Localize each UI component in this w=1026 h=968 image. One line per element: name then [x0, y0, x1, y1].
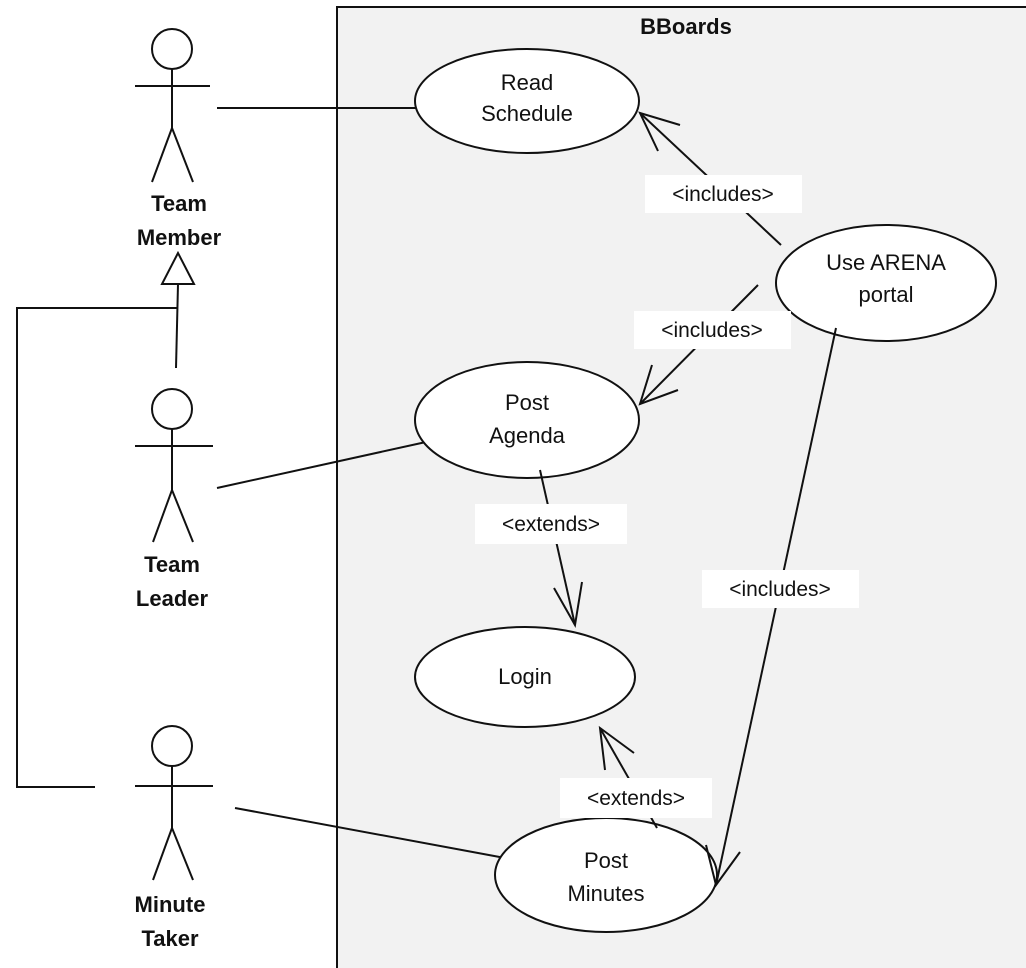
actor-right-leg — [171, 827, 194, 881]
stereotype-label: <includes> — [729, 578, 831, 601]
actor-right-leg — [171, 127, 194, 183]
dependency-arena-includes-post-agenda: <includes> — [634, 284, 791, 406]
use-case-ellipse — [494, 817, 718, 933]
actor-label-line2: Taker — [141, 926, 199, 951]
stereotype-label-bg — [702, 570, 859, 608]
use-case-label-line1: Read — [501, 70, 554, 95]
stereotype-label: <includes> — [672, 183, 774, 206]
dependency-arrowhead — [638, 364, 679, 406]
dependency-arena-includes-read-schedule: <includes> — [638, 111, 802, 246]
stereotype-label-bg — [475, 504, 627, 544]
stereotype-label-bg — [560, 778, 712, 818]
actor-minute-taker[interactable]: Minute Taker — [135, 725, 213, 951]
actor-label-line2: Leader — [136, 586, 209, 611]
stereotype-label: <includes> — [661, 319, 763, 342]
actor-team-member[interactable]: Team Member — [135, 28, 222, 250]
generalization-leader-line — [175, 283, 179, 369]
association-team-leader-post-agenda — [216, 441, 427, 489]
dependency-arrowhead — [598, 725, 635, 771]
generalization-arrowhead — [160, 250, 196, 285]
actor-head — [151, 725, 193, 767]
system-title: BBoards — [640, 14, 732, 39]
association-minute-taker-post-minutes — [234, 807, 506, 859]
use-case-ellipse — [414, 626, 636, 728]
use-case-read-schedule[interactable]: Read Schedule — [414, 48, 640, 154]
stereotype-label-bg — [645, 175, 802, 213]
dependency-arrowhead — [638, 111, 681, 152]
generalization-minute-taker-line — [16, 307, 178, 788]
dependency-post-agenda-extends-login: <extends> — [475, 469, 627, 628]
stereotype-label: <extends> — [502, 513, 600, 536]
actor-label-line1: Minute — [135, 892, 206, 917]
use-case-label-line2: Agenda — [489, 423, 566, 448]
use-case-label-line2: Schedule — [481, 101, 573, 126]
use-case-post-agenda[interactable]: Post Agenda — [414, 361, 640, 479]
actor-label-line1: Team — [151, 191, 207, 216]
use-case-ellipse — [414, 361, 640, 479]
actor-label-line2: Member — [137, 225, 222, 250]
actor-left-leg — [151, 127, 173, 183]
actor-head — [151, 388, 193, 430]
dependency-post-minutes-extends-login: <extends> — [560, 725, 712, 829]
dependency-arrowhead — [553, 581, 583, 628]
use-case-post-minutes[interactable]: Post Minutes — [494, 817, 718, 933]
use-case-label-line2: portal — [858, 282, 913, 307]
generalization-edges — [16, 250, 196, 788]
use-case-label-line2: Minutes — [567, 881, 644, 906]
dependency-arena-includes-post-minutes: <includes> — [702, 327, 859, 888]
use-case-label-line1: Post — [505, 390, 549, 415]
actor-head — [151, 28, 193, 70]
actor-left-leg — [152, 489, 173, 543]
actor-team-leader[interactable]: Team Leader — [135, 388, 213, 611]
actor-left-leg — [152, 827, 173, 881]
use-case-label-line1: Post — [584, 848, 628, 873]
associations — [216, 107, 506, 859]
use-case-ellipse — [414, 48, 640, 154]
dependency-line — [539, 469, 576, 626]
use-case-label-line1: Use ARENA — [826, 250, 946, 275]
stereotype-label: <extends> — [587, 787, 685, 810]
dependency-arrowhead — [705, 844, 741, 888]
use-case-ellipse — [775, 224, 997, 342]
use-case-use-arena-portal[interactable]: Use ARENA portal — [775, 224, 997, 342]
actor-label-line1: Team — [144, 552, 200, 577]
actor-right-leg — [171, 489, 194, 543]
stereotype-label-bg — [634, 311, 791, 349]
use-case-label-line1: Login — [498, 664, 552, 689]
use-case-login[interactable]: Login — [414, 626, 636, 728]
